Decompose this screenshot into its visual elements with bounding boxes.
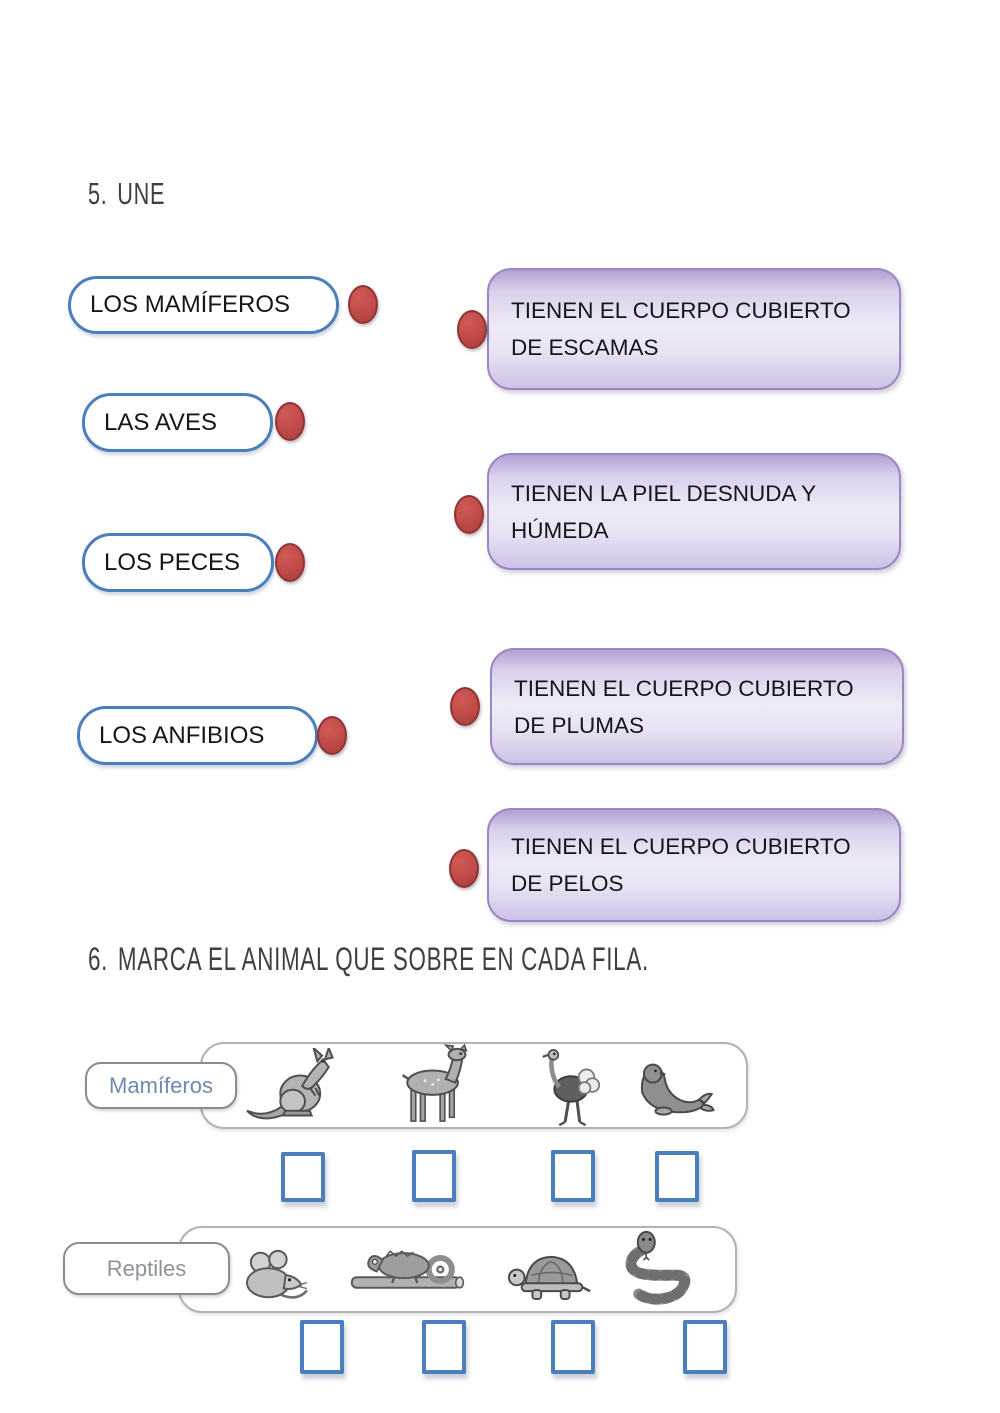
match-left-anfibios-label: LOS ANFIBIOS xyxy=(99,721,265,749)
turtle-image xyxy=(506,1248,594,1302)
exercise5-heading: 5. UNE xyxy=(88,176,165,212)
exercise6-title: MARCA EL ANIMAL QUE SOBRE EN CADA FILA. xyxy=(117,941,649,977)
row-label-reptiles-text: Reptiles xyxy=(106,1255,187,1281)
answer-checkbox-row1-1[interactable] xyxy=(281,1152,325,1202)
match-connector-dot-plumas[interactable] xyxy=(450,687,480,726)
match-connector-dot-pelos[interactable] xyxy=(449,849,479,888)
row-label-mamiferos-text: Mamíferos xyxy=(109,1072,213,1098)
match-right-pelos: TIENEN EL CUERPO CUBIERTO DE PELOS xyxy=(487,808,901,922)
exercise6-number: 6. xyxy=(88,941,109,977)
seal-image xyxy=(628,1062,716,1120)
row-label-mamiferos: Mamíferos xyxy=(85,1062,237,1109)
answer-checkbox-row2-4[interactable] xyxy=(683,1320,727,1374)
exercise5-title: UNE xyxy=(117,176,166,211)
match-left-peces-label: LOS PECES xyxy=(104,548,241,576)
match-connector-dot-mamiferos[interactable] xyxy=(348,285,378,324)
match-left-peces: LOS PECES xyxy=(82,533,274,592)
deer-image xyxy=(397,1044,472,1126)
answer-checkbox-row2-3[interactable] xyxy=(551,1320,595,1374)
chameleon-image xyxy=(348,1238,473,1302)
match-left-mamiferos: LOS MAMÍFEROS xyxy=(68,276,339,334)
match-left-aves: LAS AVES xyxy=(82,393,273,452)
answer-checkbox-row1-4[interactable] xyxy=(655,1151,699,1202)
answer-checkbox-row2-2[interactable] xyxy=(422,1320,466,1374)
match-connector-dot-anfibios[interactable] xyxy=(317,716,347,755)
ostrich-image xyxy=(523,1048,613,1126)
exercise6-heading: 6.MARCA EL ANIMAL QUE SOBRE EN CADA FILA… xyxy=(88,941,649,978)
match-right-piel-desnuda: TIENEN LA PIEL DESNUDA Y HÚMEDA xyxy=(487,453,901,570)
match-connector-dot-aves[interactable] xyxy=(275,402,305,441)
match-right-escamas-label: TIENEN EL CUERPO CUBIERTO DE ESCAMAS xyxy=(511,298,851,360)
kangaroo-image xyxy=(243,1048,348,1124)
snake-image xyxy=(610,1230,708,1310)
match-left-mamiferos-label: LOS MAMÍFEROS xyxy=(90,291,291,318)
match-left-anfibios: LOS ANFIBIOS xyxy=(77,706,318,765)
exercise5-number: 5. xyxy=(88,176,108,211)
answer-checkbox-row2-1[interactable] xyxy=(300,1320,344,1374)
match-right-piel-desnuda-label: TIENEN LA PIEL DESNUDA Y HÚMEDA xyxy=(511,480,817,543)
answer-checkbox-row1-2[interactable] xyxy=(412,1150,456,1202)
match-connector-dot-piel-desnuda[interactable] xyxy=(454,495,484,534)
match-connector-dot-escamas[interactable] xyxy=(457,310,487,349)
match-right-pelos-label: TIENEN EL CUERPO CUBIERTO DE PELOS xyxy=(511,834,851,896)
mouse-image xyxy=(238,1246,313,1304)
match-right-plumas: TIENEN EL CUERPO CUBIERTO DE PLUMAS xyxy=(490,648,904,765)
row-label-reptiles: Reptiles xyxy=(63,1242,230,1295)
match-connector-dot-peces[interactable] xyxy=(275,543,305,582)
match-right-plumas-label: TIENEN EL CUERPO CUBIERTO DE PLUMAS xyxy=(514,675,854,738)
answer-checkbox-row1-3[interactable] xyxy=(551,1150,595,1202)
match-right-escamas: TIENEN EL CUERPO CUBIERTO DE ESCAMAS xyxy=(487,268,901,390)
match-left-aves-label: LAS AVES xyxy=(104,408,217,436)
